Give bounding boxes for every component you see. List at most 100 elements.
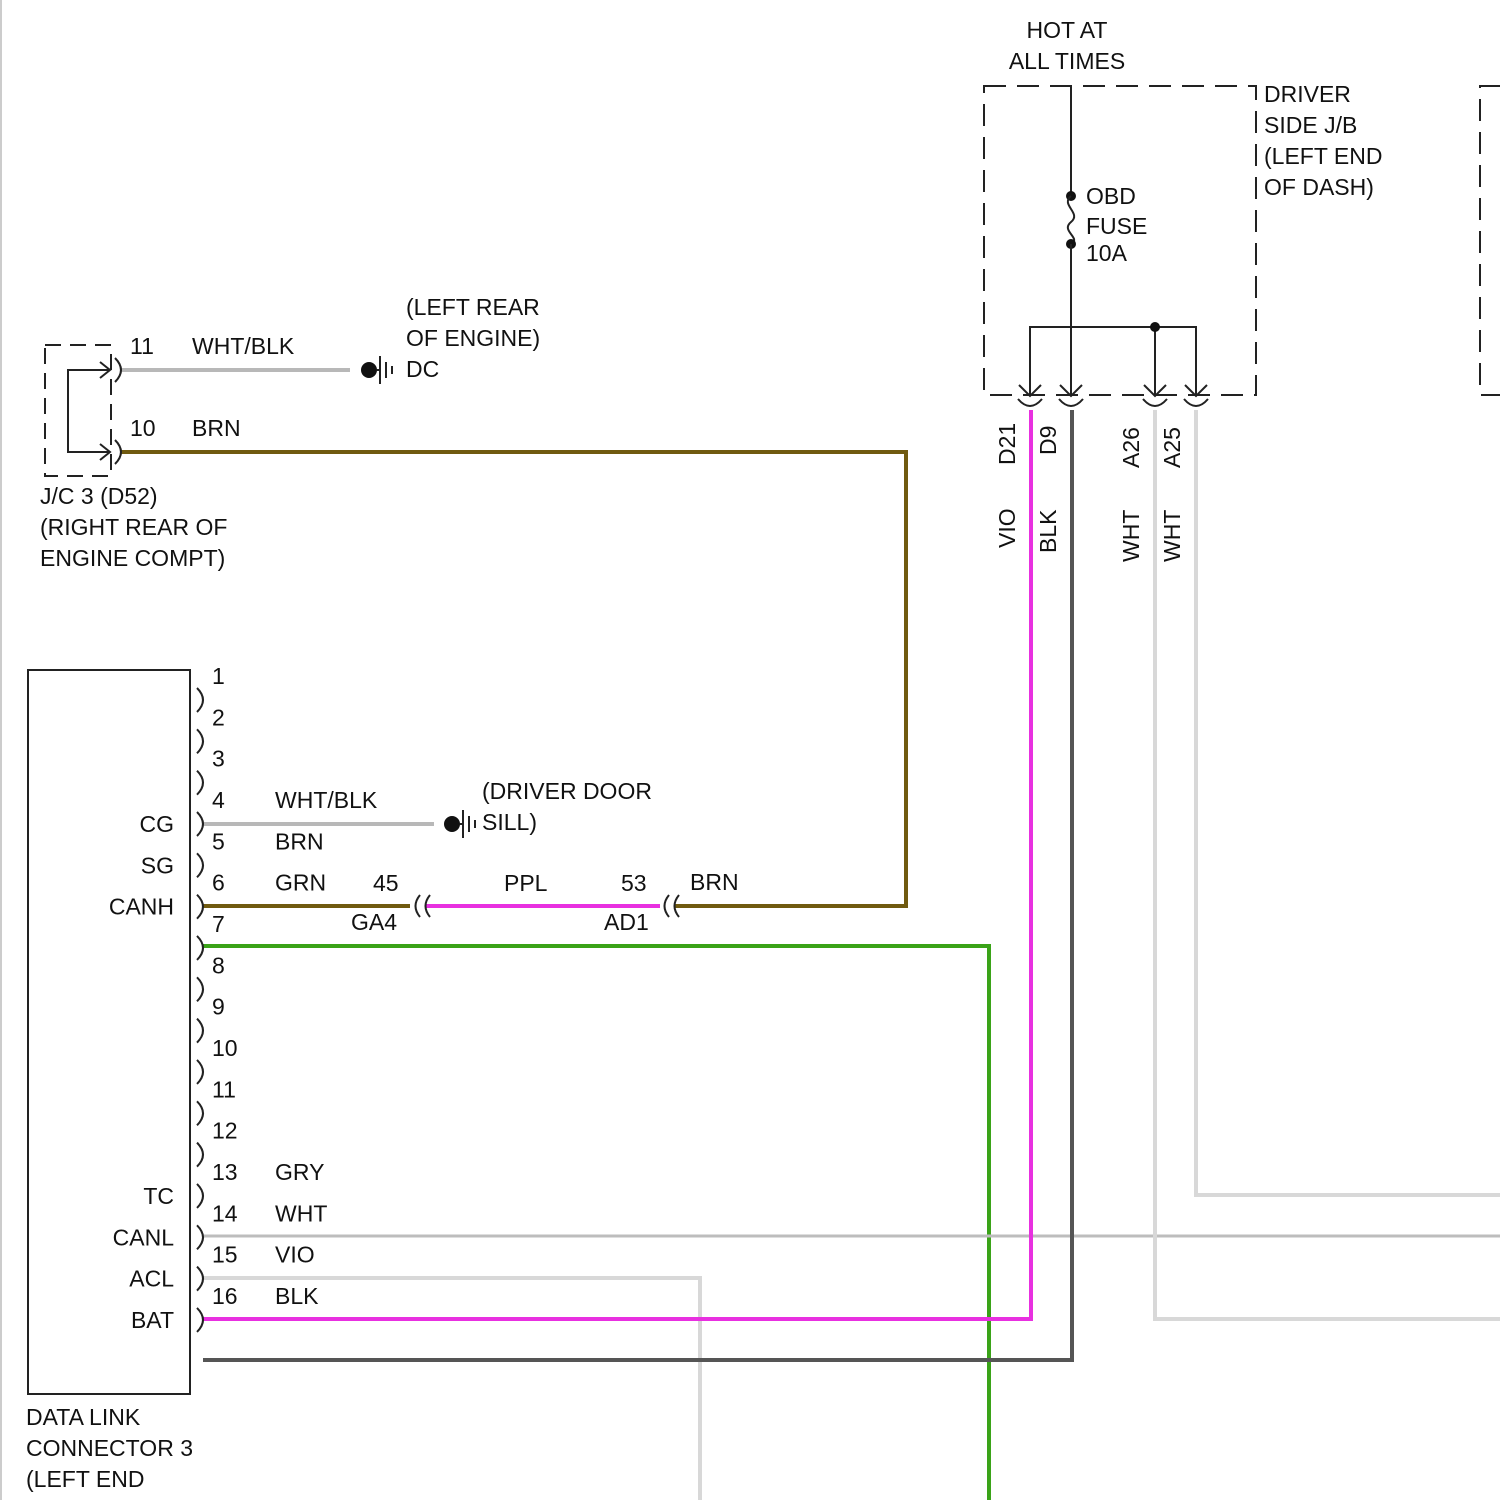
dlc-pin-number-16: 16 xyxy=(212,1283,238,1309)
dlc-pin-11 xyxy=(197,1101,203,1125)
fuse-label-2: FUSE xyxy=(1086,213,1147,239)
dlc-pin-14 xyxy=(197,1225,203,1249)
engine-ground-1: (LEFT REAR xyxy=(406,294,540,320)
engine-ground-3: DC xyxy=(406,356,439,382)
engine-ground-2: OF ENGINE) xyxy=(406,325,540,351)
door-ground-2: SILL) xyxy=(482,809,537,835)
ad1-pin-num: 53 xyxy=(621,870,647,896)
jb-pin-a26: A26 xyxy=(1118,427,1144,468)
junction-connector-jc3: 11 WHT/BLK 10 BRN J/C 3 (D52) (RIGHT REA… xyxy=(40,294,540,571)
jc3-pin-10 xyxy=(115,440,121,464)
dlc-pin-name-sg: SG xyxy=(141,852,174,878)
bus-bar xyxy=(1030,327,1196,395)
jc3-label-1: J/C 3 (D52) xyxy=(40,483,158,509)
dlc-wire-color-pin-16: BLK xyxy=(275,1283,319,1309)
ppl-wire-label: PPL xyxy=(504,870,548,896)
fuse-label-3: 10A xyxy=(1086,240,1128,266)
inline-connectors: 45 GA4 PPL 53 AD1 BRN xyxy=(351,869,739,935)
dlc-pin-2 xyxy=(197,729,203,753)
jb-label-2: SIDE J/B xyxy=(1264,112,1357,138)
ground-dot-door xyxy=(444,816,460,832)
dlc-pin-number-6: 6 xyxy=(212,870,225,896)
wires xyxy=(120,370,1500,1500)
dlc-label-3: (LEFT END xyxy=(26,1466,144,1492)
jb-wire-vio: VIO xyxy=(994,508,1020,548)
dlc-pin-16 xyxy=(197,1308,203,1332)
jb-pin-a25: A25 xyxy=(1159,427,1185,468)
dlc-pin-name-tc: TC xyxy=(143,1183,174,1209)
dlc-pin-1 xyxy=(197,688,203,712)
dlc-pin-numbers: 12345678910111213141516 xyxy=(212,663,238,1309)
ga4-pin-num: 45 xyxy=(373,870,399,896)
dlc-pin-10 xyxy=(197,1060,203,1084)
dlc-label-2: CONNECTOR 3 xyxy=(26,1435,193,1461)
dlc-pin-name-canl: CANL xyxy=(113,1224,175,1250)
dlc-pin-number-9: 9 xyxy=(212,994,225,1020)
jb-label-4: OF DASH) xyxy=(1264,174,1374,200)
ground-icon-engine xyxy=(377,356,392,384)
dlc-pin-number-13: 13 xyxy=(212,1159,238,1185)
dlc-pin-5 xyxy=(197,853,203,877)
dlc-wire-labels: WHT/BLK BRN GRN GRY WHT VIO BLK xyxy=(275,787,378,1309)
wire-wht-a26 xyxy=(1155,410,1500,1319)
jc3-wire-10: BRN xyxy=(192,415,241,441)
jc3-pin-11 xyxy=(115,358,121,382)
junction-block: HOT AT ALL TIMES DRIVER SIDE J/B (LEFT E… xyxy=(984,17,1500,562)
dlc-pin-13 xyxy=(197,1184,203,1208)
dlc-pin-6 xyxy=(197,895,203,919)
dlc-wire-color-pin-15: VIO xyxy=(275,1242,315,1268)
jb-wire-wht-a26: WHT xyxy=(1118,510,1144,562)
dlc-pin-number-2: 2 xyxy=(212,704,225,730)
jb-wire-blk: BLK xyxy=(1035,509,1061,553)
jb-label-1: DRIVER xyxy=(1264,81,1351,107)
dlc-pin-number-3: 3 xyxy=(212,746,225,772)
jc3-wire-11: WHT/BLK xyxy=(192,333,295,359)
dlc-wire-color-pin-4: WHT/BLK xyxy=(275,787,378,813)
jb-connector-arrows xyxy=(1018,385,1208,406)
jc3-label-2: (RIGHT REAR OF xyxy=(40,514,227,540)
dlc-label-1: DATA LINK xyxy=(26,1404,141,1430)
dlc-pin-number-10: 10 xyxy=(212,1035,238,1061)
jc3-label-3: ENGINE COMPT) xyxy=(40,545,225,571)
ad1-name: AD1 xyxy=(604,909,649,935)
jc3-pin-num-10: 10 xyxy=(130,415,156,441)
partial-box-right xyxy=(1480,86,1500,395)
dlc-pin-4 xyxy=(197,812,203,836)
wire-wht-canl xyxy=(203,1278,700,1500)
jc3-pin-num-11: 11 xyxy=(130,333,154,359)
hot-at-line2: ALL TIMES xyxy=(1009,48,1125,74)
dlc-pin-number-8: 8 xyxy=(212,952,225,978)
jc3-jumper xyxy=(68,370,110,452)
dlc-wire-color-pin-14: WHT xyxy=(275,1200,327,1226)
dlc-pin-8 xyxy=(197,977,203,1001)
jb-pin-d21: D21 xyxy=(994,423,1020,465)
dlc-pin-name-bat: BAT xyxy=(131,1307,174,1333)
dlc-pin-number-1: 1 xyxy=(212,663,225,689)
ground-icon-door xyxy=(460,810,475,838)
dlc-pins xyxy=(197,688,203,1332)
jb-pin-d9: D9 xyxy=(1035,426,1061,455)
dlc-pin-number-12: 12 xyxy=(212,1118,238,1144)
dlc-wire-color-pin-6: GRN xyxy=(275,870,326,896)
bus-splice xyxy=(1150,322,1160,332)
ga4-name: GA4 xyxy=(351,909,397,935)
jc3-outline xyxy=(45,345,111,476)
fuse-icon xyxy=(1068,196,1074,244)
dlc-pin-9 xyxy=(197,1019,203,1043)
dlc-pin-number-15: 15 xyxy=(212,1242,238,1268)
dlc-wire-color-pin-5: BRN xyxy=(275,828,324,854)
jb-label-3: (LEFT END xyxy=(1264,143,1382,169)
dlc-pin-number-4: 4 xyxy=(212,787,225,813)
door-ground-1: (DRIVER DOOR xyxy=(482,778,652,804)
jb-wire-wht-a25: WHT xyxy=(1159,510,1185,562)
dlc-pin-name-acl: ACL xyxy=(129,1266,174,1292)
ground-dot-engine xyxy=(361,362,377,378)
wire-wht-a25 xyxy=(1196,410,1500,1195)
brn-wire-label: BRN xyxy=(690,869,739,895)
dlc-wire-color-pin-13: GRY xyxy=(275,1159,324,1185)
dlc-pin-15 xyxy=(197,1267,203,1291)
hot-at-line1: HOT AT xyxy=(1027,17,1108,43)
